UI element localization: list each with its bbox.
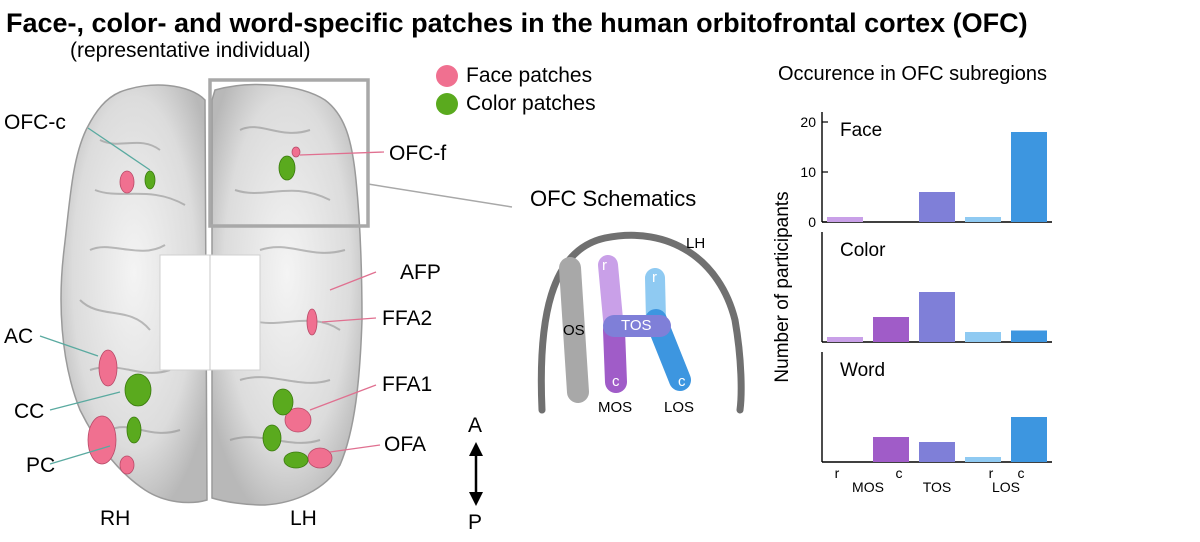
panel-label: Face	[840, 120, 882, 141]
bar-face-0	[827, 217, 863, 222]
page-subtitle: (representative individual)	[70, 39, 311, 62]
schematic-label-los-c: c	[678, 373, 686, 390]
label-anterior: A	[468, 414, 483, 437]
bar-color-0	[827, 337, 863, 342]
schematic-label-mos-c: c	[612, 373, 620, 390]
x-group-label: MOS	[852, 479, 884, 495]
y-tick-label: 20	[800, 114, 816, 130]
label-pc: PC	[26, 454, 56, 477]
panel-label: Word	[840, 360, 885, 381]
schematic-label-los-r: r	[652, 269, 657, 286]
schematic-label-tos: TOS	[621, 317, 652, 334]
face-swatch	[436, 65, 458, 87]
schematic-label-mos-r: r	[602, 257, 607, 274]
y-axis-label: Number of participants	[772, 191, 793, 382]
legend-label-color: Color patches	[466, 92, 596, 115]
legend: Face patches Color patches	[436, 64, 656, 120]
bar-word-4	[1011, 417, 1047, 462]
schematic-label-os: OS	[563, 322, 585, 339]
label-leaders	[39, 127, 385, 465]
bar-word-2	[919, 442, 955, 462]
schematic-label-mos: MOS	[598, 399, 633, 416]
ofc-schematic	[537, 231, 745, 414]
page-title: Face-, color- and word-specific patches …	[6, 8, 1028, 38]
label-ofc-f: OFC-f	[389, 142, 447, 165]
x-sublabel: c	[1018, 465, 1025, 481]
color-swatch	[436, 93, 458, 115]
bar-face-2	[919, 192, 955, 222]
bar-face-4	[1011, 132, 1047, 222]
label-ofa: OFA	[384, 433, 427, 456]
left-hemisphere-surface	[211, 83, 363, 506]
y-tick-label: 0	[808, 214, 816, 230]
label-ofc-c: OFC-c	[4, 111, 66, 134]
label-ffa1: FFA1	[382, 373, 433, 396]
legend-label-face: Face patches	[466, 64, 593, 87]
schematic-outline	[537, 231, 745, 414]
bar-color-4	[1011, 330, 1047, 342]
bar-color-3	[965, 332, 1001, 342]
label-afp: AFP	[400, 261, 441, 284]
x-sublabel: c	[896, 465, 903, 481]
sulcus-os	[559, 257, 589, 403]
label-right-hemisphere: RH	[100, 507, 131, 530]
chart-title: Occurence in OFC subregions	[778, 63, 1048, 85]
x-group-label: LOS	[992, 479, 1020, 495]
label-posterior: P	[468, 511, 483, 534]
ofc-zoom-connector	[367, 183, 513, 208]
label-left-hemisphere: LH	[290, 507, 317, 530]
bar-color-1	[873, 317, 909, 342]
x-sublabel: r	[989, 465, 994, 481]
schematic-title: OFC Schematics	[530, 186, 697, 211]
bar-face-3	[965, 217, 1001, 222]
schematic-label-los: LOS	[664, 399, 695, 416]
sulcus-mos-caudal	[603, 319, 627, 393]
y-tick-label: 10	[800, 164, 816, 180]
bar-color-2	[919, 292, 955, 342]
face-patches	[87, 146, 333, 475]
orientation-arrow	[469, 442, 483, 506]
x-group-label: TOS	[923, 479, 952, 495]
bar-word-3	[965, 457, 1001, 462]
label-ffa2: FFA2	[382, 307, 433, 330]
gyral-texture	[79, 126, 346, 444]
label-ac: AC	[4, 325, 34, 348]
bar-word-1	[873, 437, 909, 462]
schematic-hemisphere-label: LH	[686, 235, 706, 252]
panel-label: Color	[840, 240, 886, 261]
label-cc: CC	[14, 400, 45, 423]
x-sublabel: r	[835, 465, 840, 481]
color-patches	[124, 155, 309, 469]
